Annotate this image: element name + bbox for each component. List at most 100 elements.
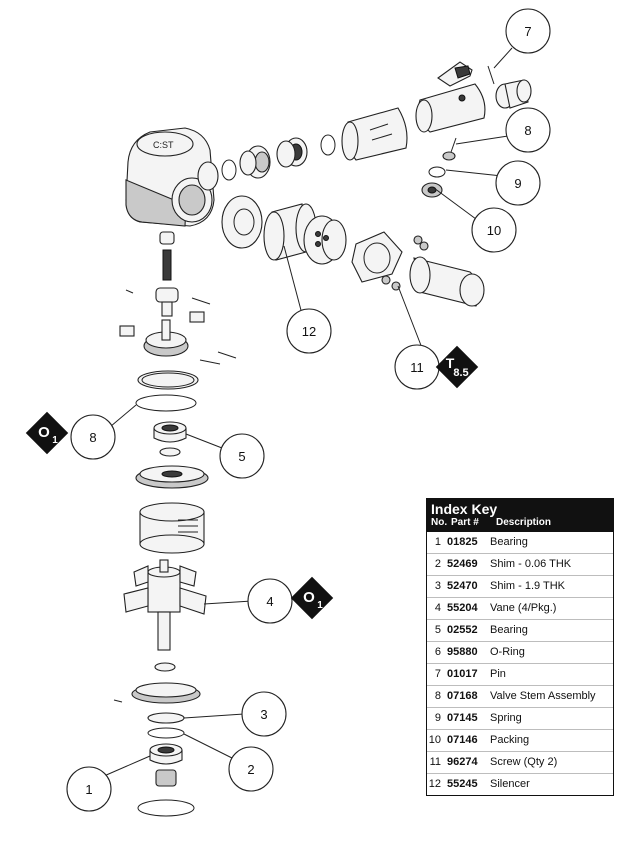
bottom-ring [137, 799, 195, 817]
svg-text:2: 2 [247, 762, 254, 777]
part-number: 96274 [447, 756, 478, 768]
svg-text:1: 1 [52, 435, 58, 446]
svg-text:11: 11 [410, 360, 424, 375]
table-row: 8 07168 Valve Stem Assembly [427, 686, 613, 708]
callout-9: 9 [495, 160, 541, 206]
bushing [239, 145, 271, 179]
part-description: Pin [490, 668, 506, 680]
row-number: 1 [434, 536, 441, 548]
part-description: Shim - 0.06 THK [490, 558, 572, 570]
svg-text:8.5: 8.5 [453, 367, 468, 379]
part-number: 07146 [447, 734, 478, 746]
set-screw [159, 231, 175, 245]
table-row: 10 07146 Packing [427, 730, 613, 752]
svg-text:T: T [446, 355, 455, 371]
small-pins [125, 289, 237, 365]
svg-text:O: O [38, 424, 50, 441]
table-row: 2 52469 Shim - 0.06 THK [427, 554, 613, 576]
packing [421, 182, 443, 198]
part-description: O-Ring [490, 646, 525, 658]
svg-text:5: 5 [238, 449, 245, 464]
pinion [155, 287, 179, 317]
part-number: 95880 [447, 646, 478, 658]
gear-head-housing: C:ST [125, 127, 219, 227]
rotor-vanes [123, 559, 207, 651]
callout-3: 3 [241, 691, 287, 737]
svg-text:C:ST: C:ST [153, 140, 174, 150]
callout-10: 10 [471, 207, 517, 253]
part-number: 55245 [447, 778, 478, 790]
part-description: Bearing [490, 536, 528, 548]
row-number: 12 [428, 778, 441, 790]
side-handle [409, 256, 485, 307]
svg-text:1: 1 [85, 782, 92, 797]
part-description: Valve Stem Assembly [490, 690, 596, 702]
row-number: 8 [434, 690, 441, 702]
spindle-gear [143, 319, 189, 357]
inlet-fitting [495, 79, 532, 109]
col-desc: Description [496, 517, 552, 528]
oring-small-2 [320, 134, 336, 156]
part-number: 52469 [447, 558, 478, 570]
index-key-table: Index Key No. Part # Description 1 01825 B… [426, 498, 614, 796]
part-description: Screw (Qty 2) [490, 756, 558, 768]
index-key-header: Index Key No. Part # Description [427, 499, 613, 532]
callout-5: 5 [219, 433, 265, 479]
callout-12: 12 [286, 308, 332, 354]
pin [487, 65, 495, 85]
table-row: 7 01017 Pin [427, 664, 613, 686]
part-number: 01017 [447, 668, 478, 680]
callout-1: 1 [66, 766, 112, 812]
spring-coil [162, 249, 172, 281]
plate [351, 231, 403, 283]
screws [381, 235, 429, 291]
nut [155, 769, 177, 787]
row-number: 4 [434, 602, 441, 614]
callout-8: 8 [505, 107, 551, 153]
valve-stem [442, 137, 457, 161]
leader-lines [103, 47, 513, 777]
part-description: Vane (4/Pkg.) [490, 602, 557, 614]
part-number: 52470 [447, 580, 478, 592]
washer-lower [154, 662, 176, 672]
svg-text:4: 4 [266, 594, 273, 609]
svg-text:8: 8 [89, 430, 96, 445]
lever [437, 61, 473, 87]
part-number: 07168 [447, 690, 478, 702]
svg-text:O: O [303, 589, 315, 606]
o-ring [135, 394, 197, 412]
part-number: 02552 [447, 624, 478, 636]
badge-torque-t85: T 8.5 [435, 345, 479, 389]
row-number: 7 [434, 668, 441, 680]
part-number: 01825 [447, 536, 478, 548]
shim-2 [147, 727, 185, 739]
part-description: Packing [490, 734, 530, 746]
callout-2: 2 [228, 746, 274, 792]
row-number: 10 [428, 734, 441, 746]
ring-upper [137, 370, 199, 390]
throttle-housing [341, 107, 408, 161]
silencer [263, 203, 317, 261]
gasket [221, 195, 263, 249]
row-number: 3 [434, 580, 441, 592]
index-key-rows: 1 01825 Bearing 2 52469 Shim - 0.06 THK 3 52470… [427, 532, 613, 795]
bearing-5 [153, 421, 187, 443]
callout-11: 11 [394, 344, 440, 390]
clips [119, 311, 205, 337]
cylinder [139, 502, 205, 554]
badge-o1-lubrication: O 1 [25, 411, 69, 455]
svg-text:9: 9 [514, 176, 521, 191]
index-key-title: Index Key [431, 501, 498, 517]
exhaust-cap [303, 215, 347, 265]
part-description: Spring [490, 712, 522, 724]
bearing-1 [149, 743, 183, 765]
row-number: 2 [434, 558, 441, 570]
svg-text:7: 7 [524, 24, 531, 39]
end-plate-upper [135, 465, 209, 489]
col-no: No. [431, 517, 448, 528]
